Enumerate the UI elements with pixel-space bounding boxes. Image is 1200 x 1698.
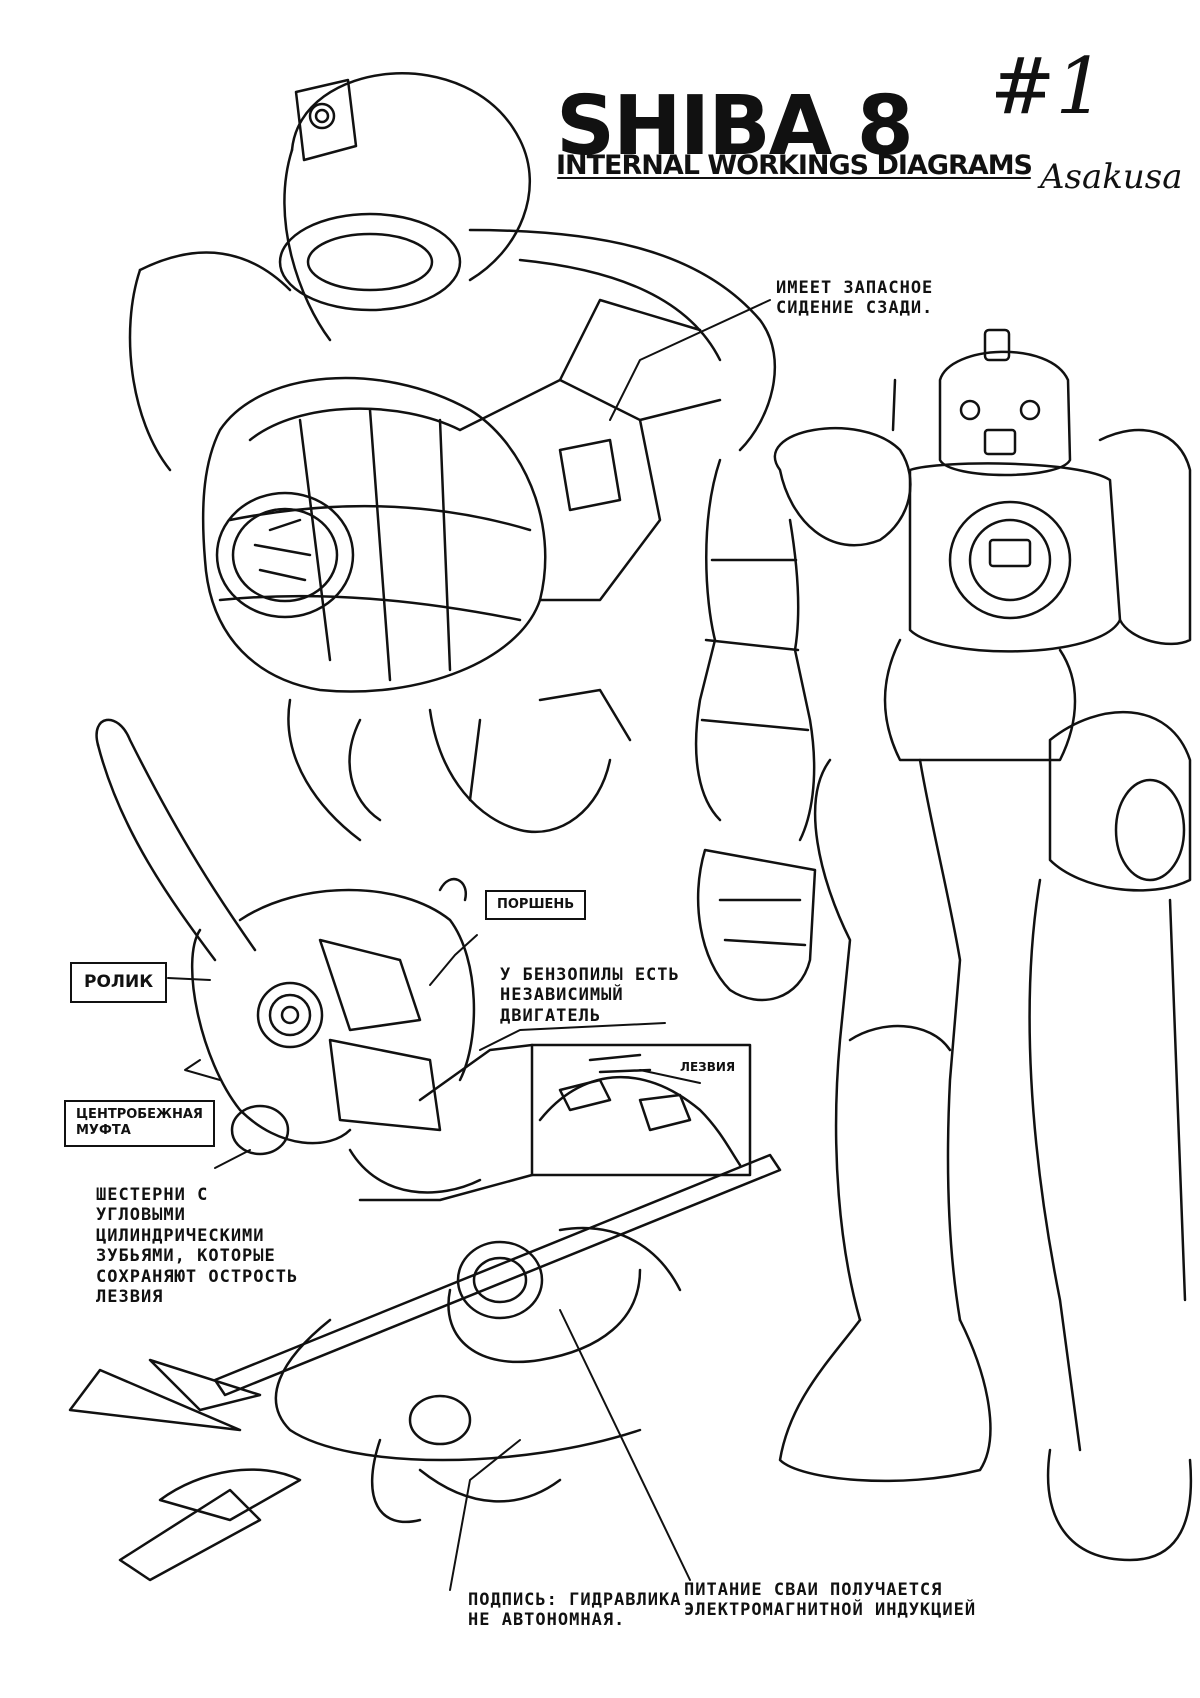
label-centrifugal-clutch: ЦЕНТРОБЕЖНАЯ МУФТА (64, 1100, 215, 1147)
page-subtitle: INTERNAL WORKINGS DIAGRAMS (556, 150, 1033, 181)
label-helical-gears: ШЕСТЕРНИ С УГЛОВЫМИ ЦИЛИНДРИЧЕСКИМИ ЗУБЬ… (96, 1185, 299, 1307)
chainsaw-drawing (95, 718, 482, 1194)
robot-body-drawing (694, 328, 1193, 1562)
hydraulics-leader-line (449, 1439, 521, 1591)
head-cockpit-drawing (128, 72, 776, 842)
gears-leader-line (214, 1149, 251, 1169)
pile-bunker-drawing (68, 1153, 782, 1582)
author-signature: Asakusa (1040, 157, 1183, 197)
label-piston: ПОРШЕНЬ (485, 890, 587, 921)
page-title: SHIBA 8 (556, 79, 914, 174)
label-roller: РОЛИК (70, 962, 168, 1004)
label-blades: ЛЕЗВИЯ (680, 1060, 736, 1074)
blades-leader-line (639, 1069, 701, 1084)
label-hydraulics: ПОДПИСЬ: ГИДРАВЛИКА НЕ АВТОНОМНАЯ. (468, 1590, 682, 1631)
issue-number: #1 (990, 42, 1105, 132)
roller-leader-line (167, 977, 211, 981)
leader-lines (167, 177, 1031, 1591)
blades-inset (358, 1043, 752, 1202)
label-spare-seat: ИМЕЕТ ЗАПАСНОЕ СИДЕНИЕ СЗАДИ. (776, 278, 934, 319)
clutch-leader-line (184, 1059, 221, 1081)
engine-leader-line (479, 1022, 666, 1051)
label-independent-engine: У БЕНЗОПИЛЫ ЕСТЬ НЕЗАВИСИМЫЙ ДВИГАТЕЛЬ (500, 965, 680, 1026)
piston-leader-line (429, 934, 478, 986)
pile-power-leader-line (559, 1309, 691, 1581)
label-pile-power: ПИТАНИЕ СВАИ ПОЛУЧАЕТСЯ ЭЛЕКТРОМАГНИТНОЙ… (684, 1580, 977, 1621)
seat-leader-line (609, 299, 771, 421)
